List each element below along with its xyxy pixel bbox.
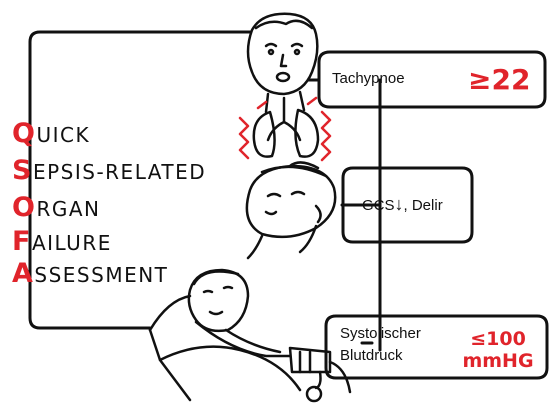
acronym-line-quick: Quick <box>12 118 90 149</box>
acronym-word-quick: uick <box>36 123 91 147</box>
patient-in-bed-blood-pressure-cuff-icon <box>148 268 352 403</box>
criterion-delir-text: , Delir <box>403 197 443 214</box>
criterion-bp-value-line1: ≤100 <box>470 328 526 350</box>
acronym-letter-s: S <box>12 155 33 186</box>
outer-frame <box>28 30 270 330</box>
acronym-word-sepsis-related: epsis-related <box>32 160 207 184</box>
criteria-box-3 <box>324 314 549 380</box>
acronym-letter-a: A <box>12 258 35 289</box>
acronym-word-assessment: ssessment <box>34 263 169 287</box>
criterion-tachypnoe-value: ≥22 <box>468 63 531 96</box>
acronym-line-failure: Failure <box>12 226 112 257</box>
criterion-gcs-label: GCS↓, Delir <box>362 194 443 215</box>
breathing-distress-marks <box>238 96 332 162</box>
down-arrow-icon: ↓ <box>394 194 404 214</box>
acronym-line-assessment: Assessment <box>12 258 168 289</box>
criterion-bp-label-line1: Systolischer <box>340 325 421 342</box>
criterion-bp-value-line2: mmHG <box>462 350 534 372</box>
criterion-bp-label-line2: Blutdruck <box>340 347 403 364</box>
acronym-letter-q: Q <box>12 118 37 149</box>
patient-lying-confused-icon <box>245 161 337 260</box>
criteria-box-1 <box>317 50 547 109</box>
criterion-gcs-text: GCS <box>362 197 395 214</box>
acronym-line-organ: Organ <box>12 192 101 223</box>
criterion-tachypnoe-label: Tachypnoe <box>332 70 405 87</box>
acronym-line-sepsis: Sepsis-related <box>12 155 206 186</box>
patient-breathing-lungs-icon <box>246 12 320 158</box>
acronym-letter-f: F <box>12 226 32 257</box>
acronym-word-failure: ailure <box>31 231 112 255</box>
criteria-box-2 <box>341 166 474 244</box>
acronym-letter-o: O <box>12 192 37 223</box>
acronym-word-organ: rgan <box>36 197 101 221</box>
